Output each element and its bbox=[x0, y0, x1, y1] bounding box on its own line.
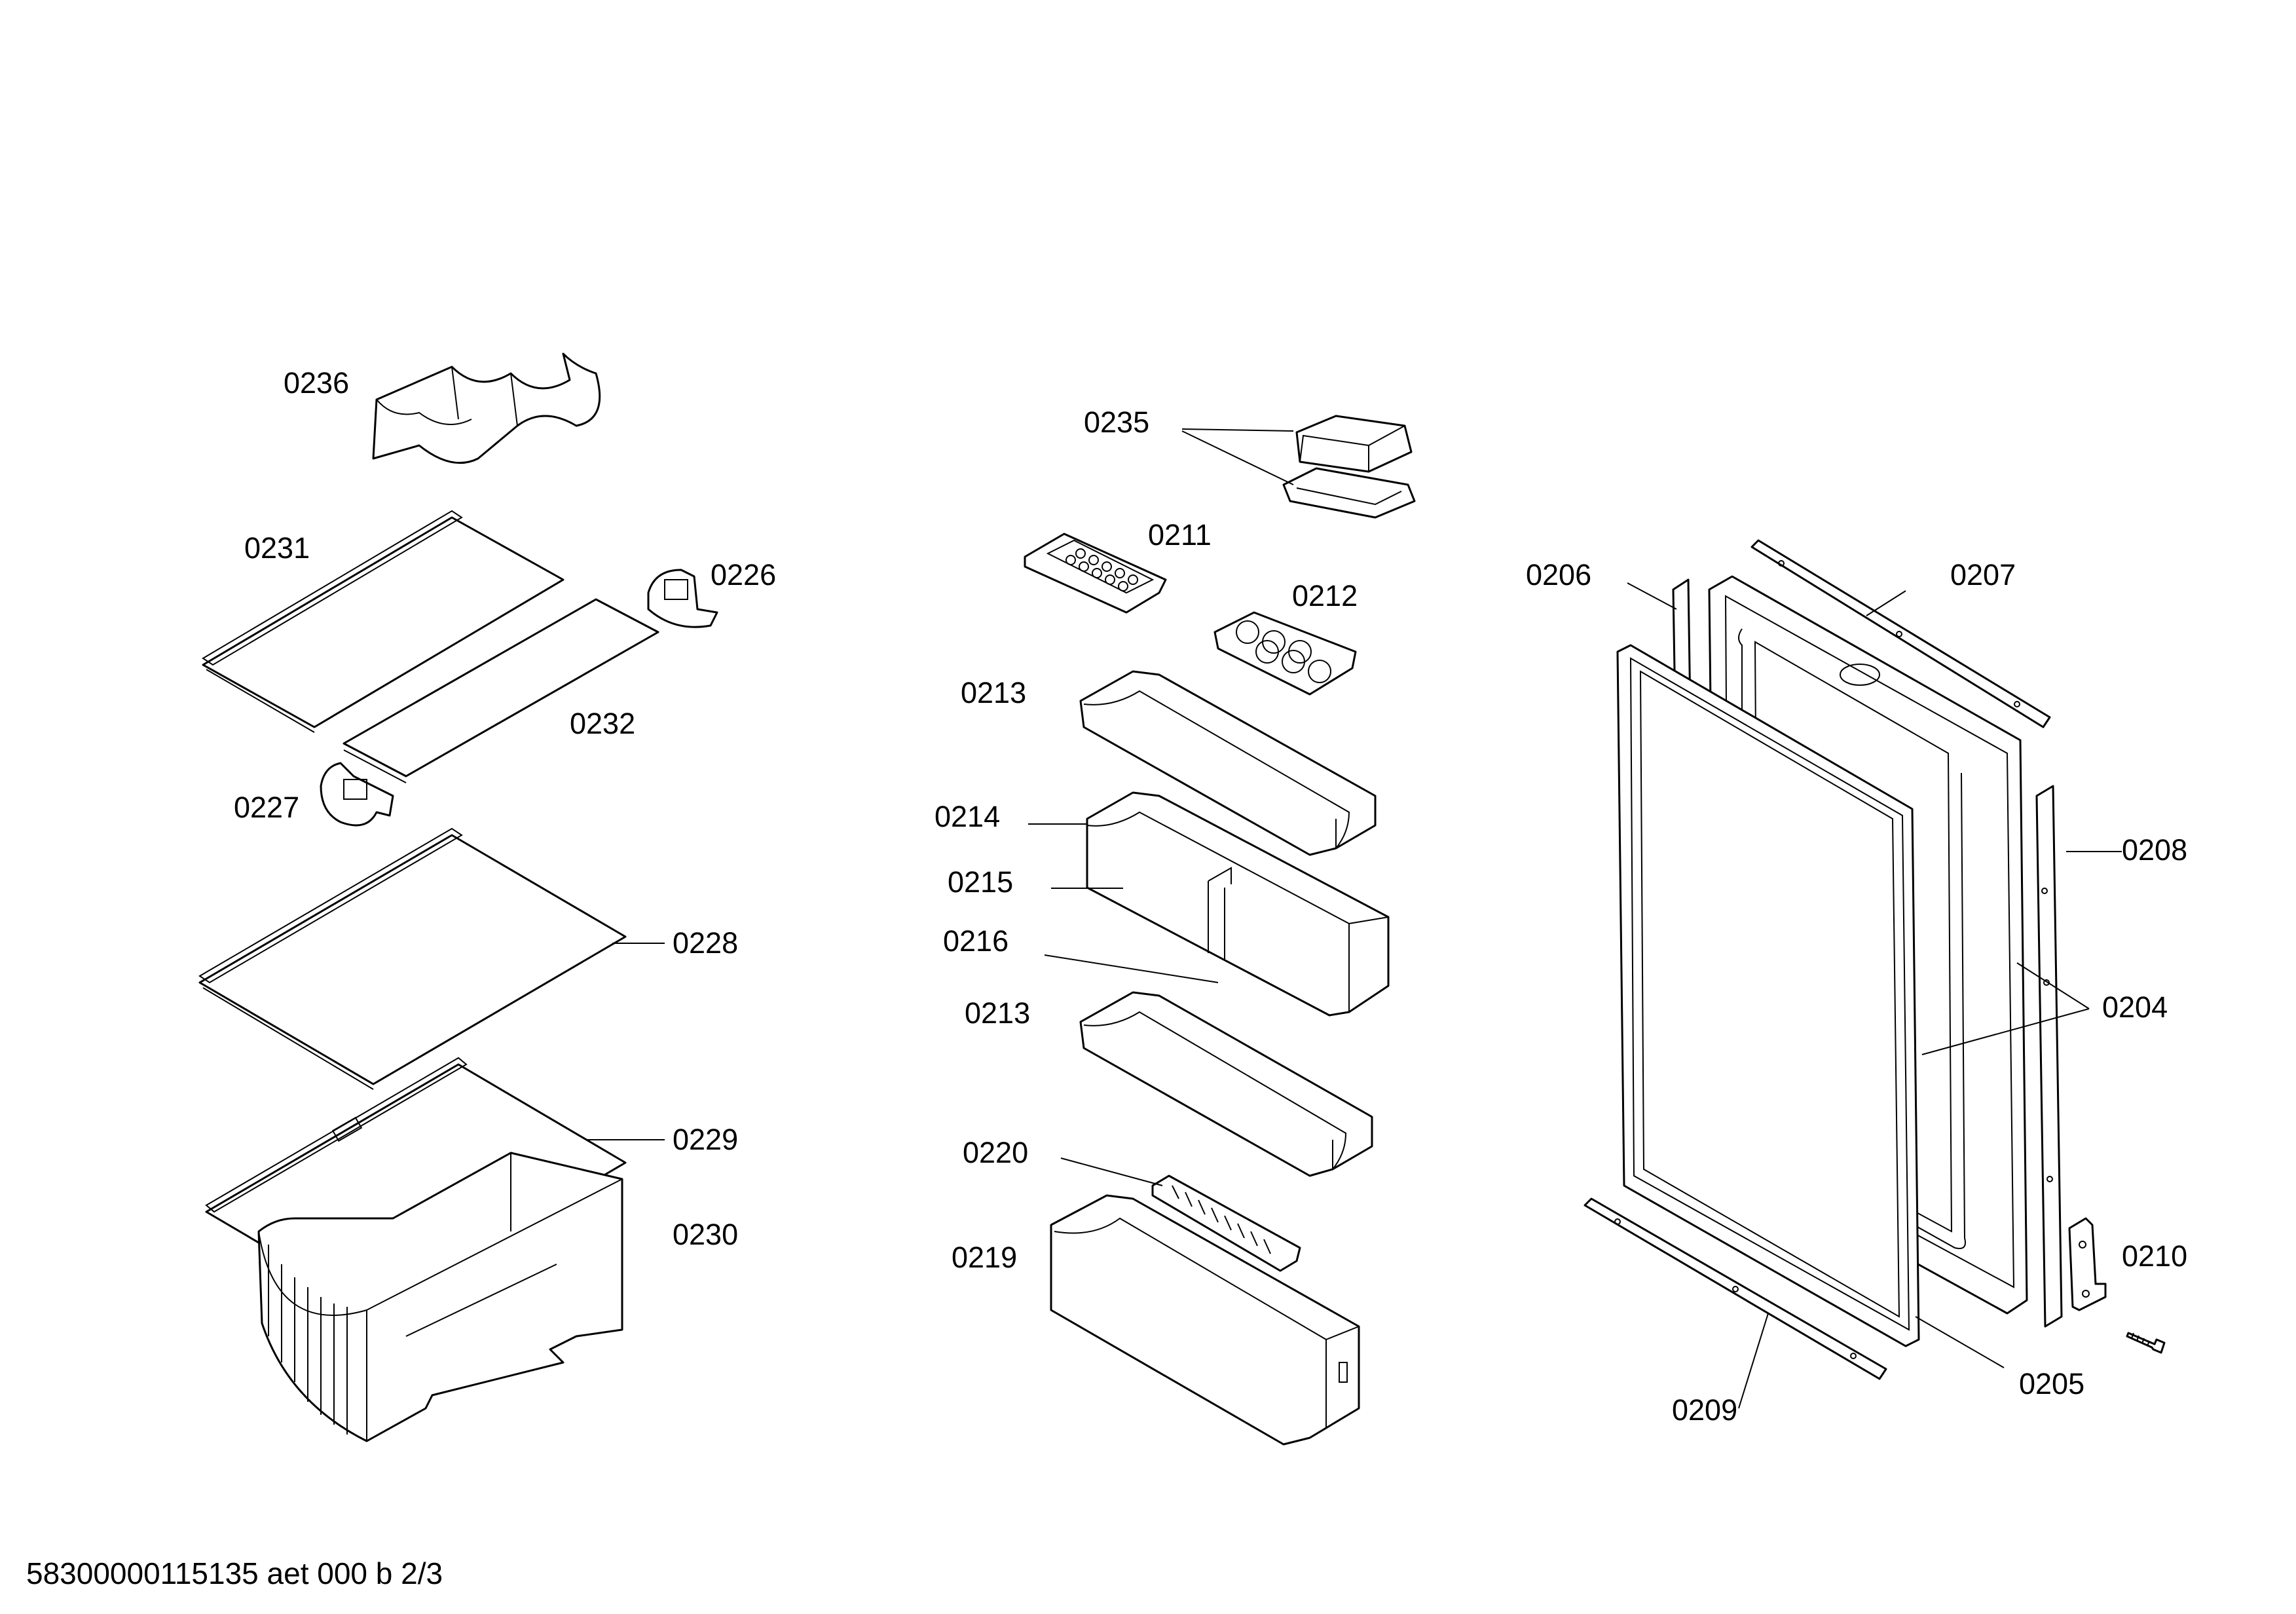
label-0213-lower: 0213 bbox=[965, 996, 1030, 1030]
part-labels: 0236 0231 0226 0232 0227 0228 0229 0230 … bbox=[234, 366, 2187, 1427]
label-0215: 0215 bbox=[948, 865, 1013, 899]
label-0219: 0219 bbox=[952, 1241, 1017, 1274]
part-door-rail-top bbox=[1750, 539, 2051, 728]
label-0230: 0230 bbox=[673, 1218, 738, 1251]
label-0205: 0205 bbox=[2019, 1367, 2084, 1400]
part-handle-bracket bbox=[2068, 1217, 2107, 1311]
part-egg-tray bbox=[1213, 611, 1357, 696]
part-door-shelf-bottom bbox=[1050, 1194, 1360, 1446]
label-0235: 0235 bbox=[1084, 405, 1149, 439]
part-bottle-retainer bbox=[1151, 1174, 1301, 1272]
label-0206: 0206 bbox=[1526, 558, 1591, 591]
part-shelf-clip-right bbox=[647, 569, 718, 628]
label-0220: 0220 bbox=[963, 1136, 1028, 1169]
part-door-strip-right bbox=[2035, 785, 2063, 1328]
label-0227: 0227 bbox=[234, 791, 299, 824]
label-0210: 0210 bbox=[2122, 1239, 2187, 1273]
label-0229: 0229 bbox=[673, 1123, 738, 1156]
part-door-shelf-upper bbox=[1079, 670, 1377, 856]
label-0214: 0214 bbox=[935, 800, 1000, 833]
part-door-gasket bbox=[1616, 644, 1920, 1347]
label-0213-upper: 0213 bbox=[961, 676, 1026, 709]
label-0226: 0226 bbox=[711, 558, 776, 591]
part-door-rail-bottom bbox=[1583, 1197, 1887, 1380]
label-0231: 0231 bbox=[244, 531, 310, 565]
label-0232: 0232 bbox=[570, 707, 635, 740]
part-screw bbox=[2126, 1332, 2166, 1354]
leader-lines bbox=[586, 428, 2122, 1409]
part-bottle-rack bbox=[372, 352, 601, 464]
drawing-reference-footer: 58300000115135 aet 000 b 2/3 bbox=[26, 1556, 443, 1590]
part-shelf-clip-left bbox=[320, 762, 394, 827]
label-0211: 0211 bbox=[1148, 518, 1212, 552]
part-glass-shelf-upper bbox=[202, 510, 565, 733]
part-door-shelf-lower bbox=[1079, 991, 1373, 1177]
label-0212: 0212 bbox=[1292, 579, 1358, 612]
label-0207: 0207 bbox=[1950, 558, 2016, 591]
label-0208: 0208 bbox=[2122, 833, 2187, 867]
label-0216: 0216 bbox=[943, 924, 1009, 958]
part-glass-shelf-lower bbox=[343, 598, 659, 783]
part-door-shelf-bottle bbox=[1086, 791, 1390, 1017]
label-0236: 0236 bbox=[284, 366, 349, 400]
part-crisper-drawer bbox=[257, 1152, 623, 1442]
part-glass-shelf-middle bbox=[198, 827, 627, 1090]
part-butter-compartment bbox=[1282, 415, 1416, 519]
label-0204: 0204 bbox=[2102, 990, 2168, 1024]
label-0209: 0209 bbox=[1672, 1393, 1737, 1427]
part-ice-cube-tray bbox=[1024, 533, 1167, 614]
label-0228: 0228 bbox=[673, 926, 738, 960]
